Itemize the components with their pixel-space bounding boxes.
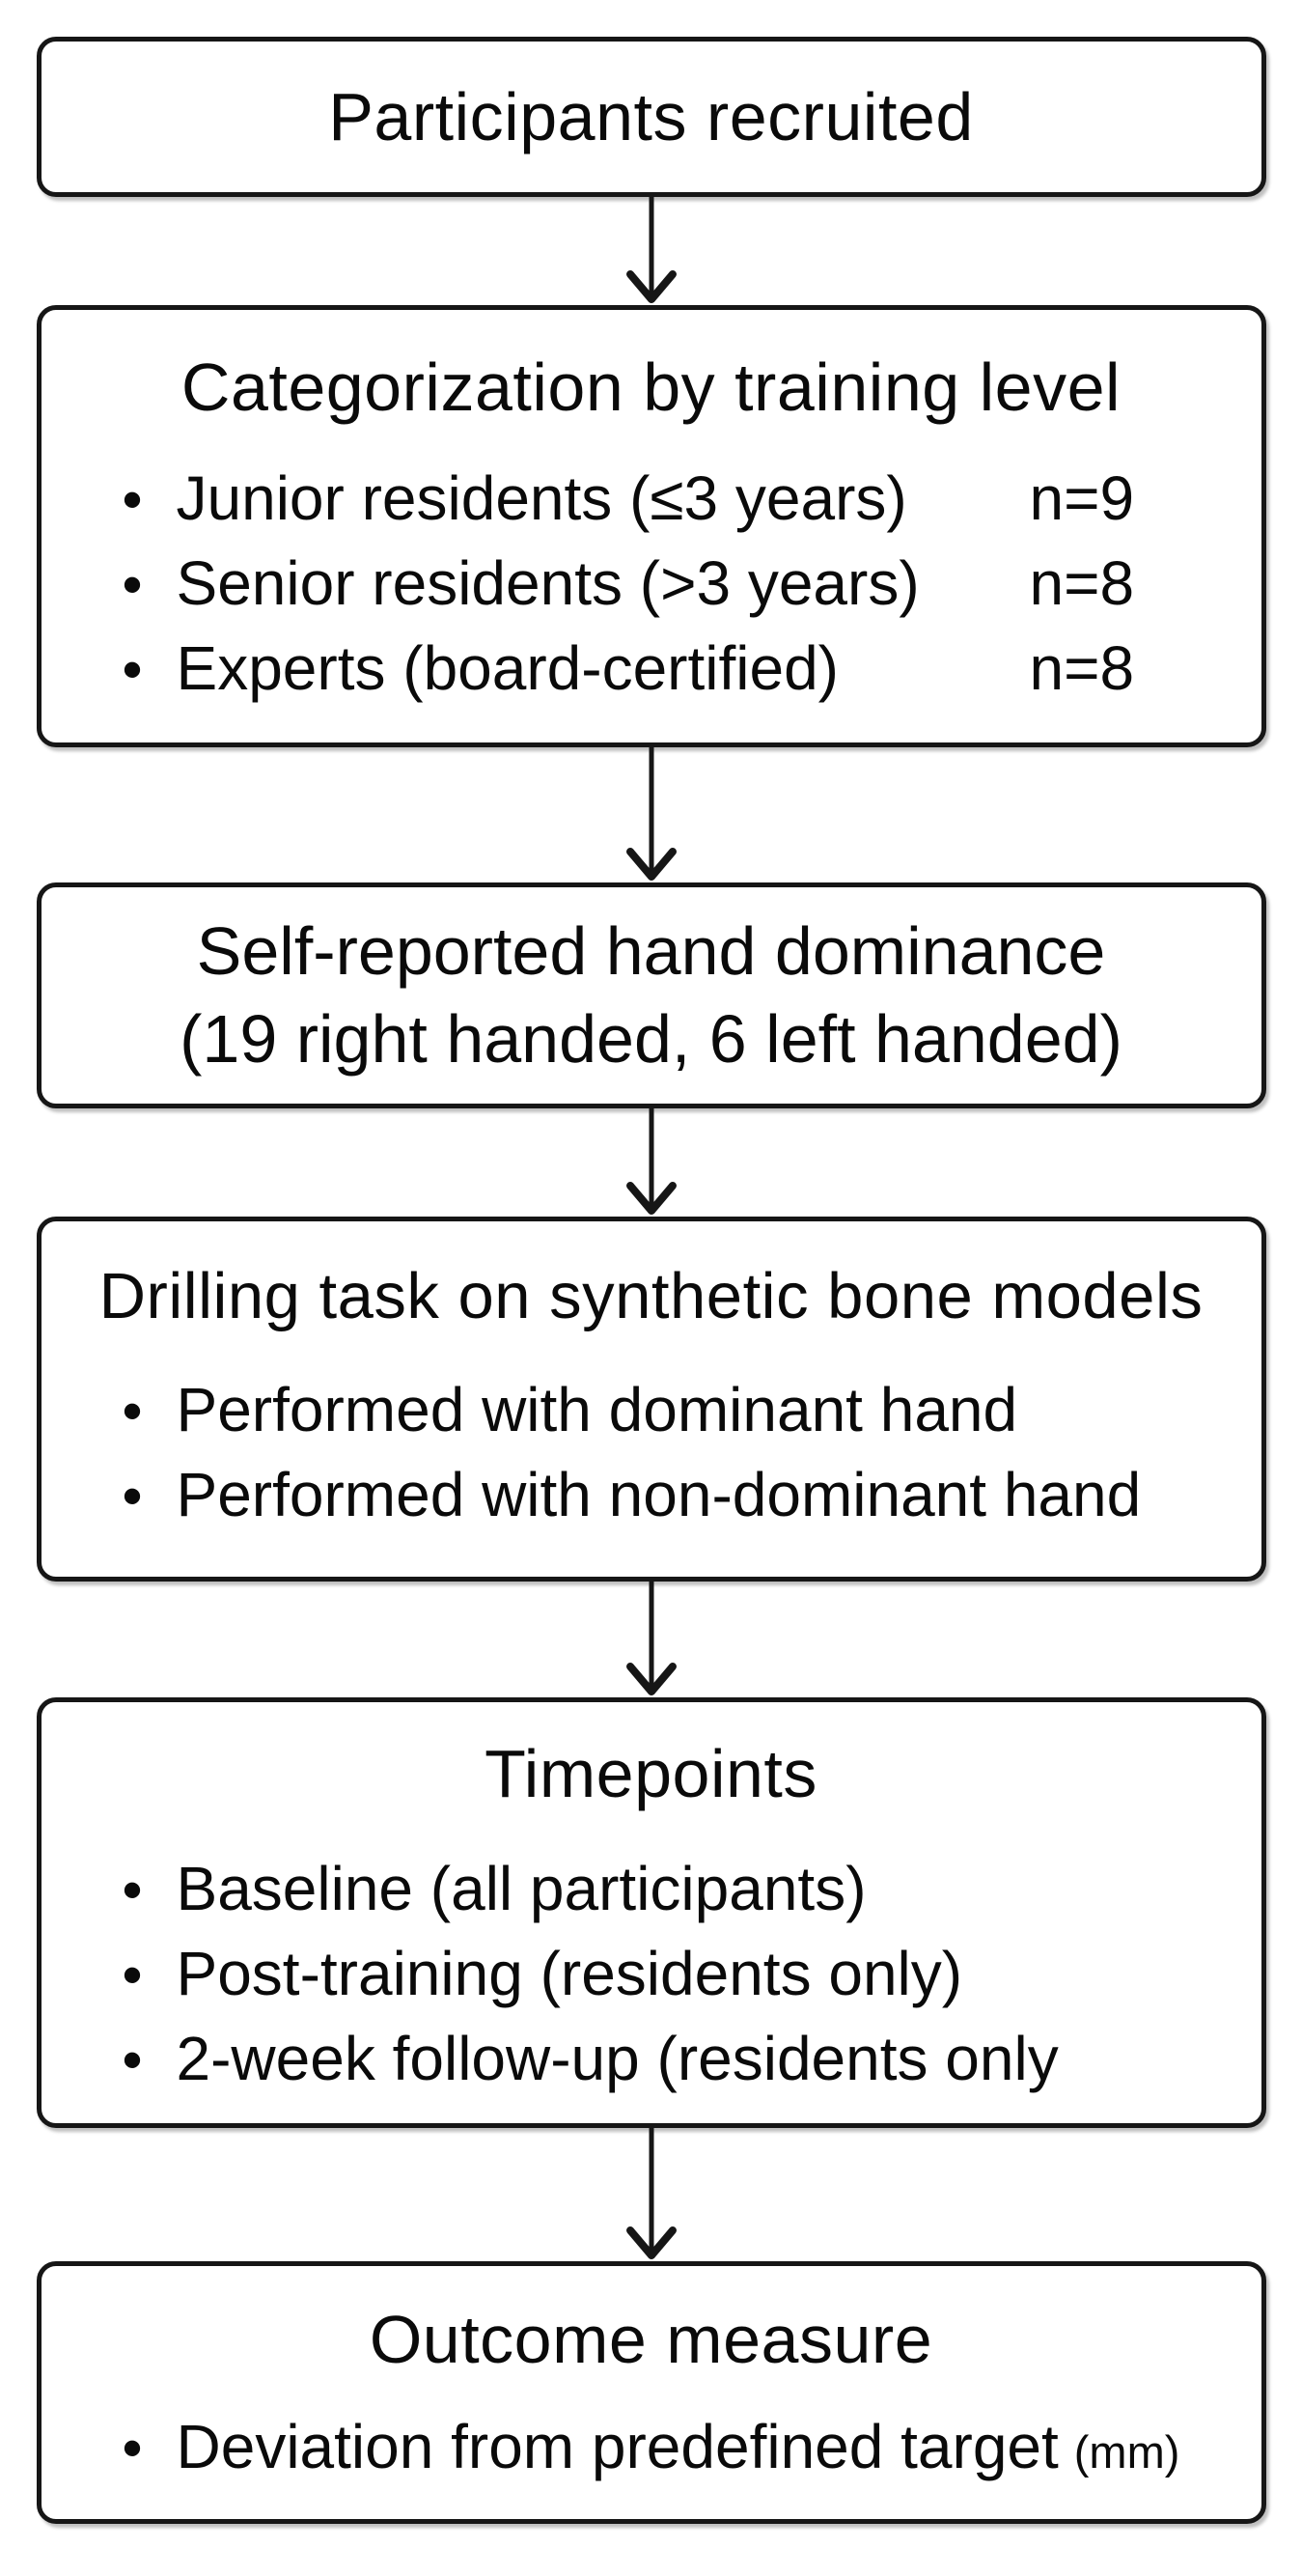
list-item: • Experts (board-certified) n=8 xyxy=(123,627,1204,712)
flow-arrow-5 xyxy=(621,2128,682,2261)
bullet-list: • Baseline (all participants) • Post-tra… xyxy=(42,1847,1261,2102)
list-item: • Post-training (residents only) xyxy=(123,1932,1204,2017)
bullet-count: n=8 xyxy=(1029,548,1135,618)
list-item: • Performed with non-dominant hand xyxy=(123,1453,1204,1538)
box-title: Timepoints xyxy=(485,1736,817,1811)
down-arrow-icon xyxy=(625,197,677,303)
box-title-line-1: Self-reported hand dominance xyxy=(196,913,1106,989)
box-title-line-2: (19 right handed, 6 left handed) xyxy=(180,1001,1122,1077)
bullet-label: Deviation from predefined target xyxy=(176,2412,1059,2481)
flow-box-participants-recruited: Participants recruited xyxy=(36,37,1266,197)
flow-arrow-1 xyxy=(621,197,682,305)
down-arrow-icon xyxy=(625,1108,677,1215)
flow-box-timepoints: Timepoints • Baseline (all participants)… xyxy=(36,1697,1266,2128)
box-title: Categorization by training level xyxy=(180,350,1122,425)
bullet-label: 2-week follow-up (residents only xyxy=(176,2024,1059,2093)
bullet-label: Junior residents (≤3 years) xyxy=(176,463,907,533)
flow-arrow-2 xyxy=(621,747,682,882)
bullet-icon: • xyxy=(122,2028,143,2092)
bullet-icon: • xyxy=(122,2416,143,2480)
bullet-label: Performed with dominant hand xyxy=(176,1375,1018,1444)
bullet-icon: • xyxy=(122,1943,143,2007)
bullet-count: n=9 xyxy=(1029,463,1135,533)
bullet-icon: • xyxy=(122,1464,143,1528)
bullet-label: Experts (board-certified) xyxy=(176,633,839,703)
flow-box-categorization: Categorization by training level • Junio… xyxy=(36,305,1266,747)
bullet-icon: • xyxy=(122,552,143,617)
bullet-icon: • xyxy=(122,1379,143,1443)
list-item: • Deviation from predefined target (mm) xyxy=(123,2405,1204,2494)
box-title: Drilling task on synthetic bone models xyxy=(98,1260,1204,1332)
list-item: • Performed with dominant hand xyxy=(123,1368,1204,1453)
down-arrow-icon xyxy=(625,2128,677,2259)
list-item: • Junior residents (≤3 years) n=9 xyxy=(123,457,1204,542)
flow-arrow-4 xyxy=(621,1582,682,1697)
flow-box-hand-dominance: Self-reported hand dominance (19 right h… xyxy=(36,882,1266,1108)
bullet-list: • Deviation from predefined target (mm) xyxy=(42,2405,1261,2494)
flow-arrow-3 xyxy=(621,1108,682,1217)
bullet-icon: • xyxy=(122,1858,143,1922)
bullet-label: Post-training (residents only) xyxy=(176,1939,963,2008)
list-item: • Baseline (all participants) xyxy=(123,1847,1204,1932)
list-item: • 2-week follow-up (residents only xyxy=(123,2017,1204,2102)
bullet-list: • Junior residents (≤3 years) n=9 • Seni… xyxy=(42,457,1261,712)
down-arrow-icon xyxy=(625,747,677,881)
box-title: Outcome measure xyxy=(369,2302,933,2377)
bullet-count: n=8 xyxy=(1029,633,1135,703)
bullet-label: Performed with non-dominant hand xyxy=(176,1460,1142,1529)
bullet-label: Senior residents (>3 years) xyxy=(176,548,920,618)
box-title: Participants recruited xyxy=(328,79,974,154)
list-item: • Senior residents (>3 years) n=8 xyxy=(123,542,1204,627)
bullet-icon: • xyxy=(122,637,143,702)
flow-box-drilling-task: Drilling task on synthetic bone models •… xyxy=(36,1217,1266,1582)
bullet-icon: • xyxy=(122,467,143,532)
bullet-unit-suffix: (mm) xyxy=(1073,2426,1180,2478)
bullet-label: Baseline (all participants) xyxy=(176,1854,867,1923)
bullet-list: • Performed with dominant hand • Perform… xyxy=(42,1368,1261,1538)
down-arrow-icon xyxy=(625,1582,677,1695)
flow-box-outcome-measure: Outcome measure • Deviation from predefi… xyxy=(36,2261,1266,2524)
